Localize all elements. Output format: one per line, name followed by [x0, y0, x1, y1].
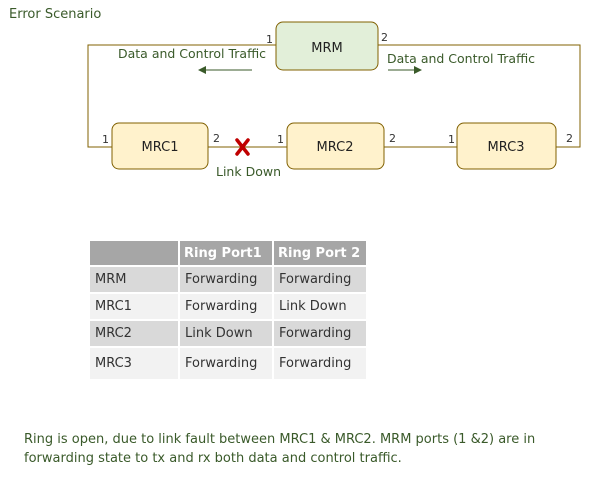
port-mrc3-2: 2: [566, 132, 573, 145]
node-mrm: MRM: [275, 21, 379, 71]
traffic-arrow-right: [388, 66, 422, 74]
table-header-node: [90, 241, 178, 265]
node-mrc2-label: MRC2: [317, 140, 354, 155]
table-cell-node: MRC3: [90, 348, 178, 379]
node-mrc1-label: MRC1: [142, 140, 179, 155]
table-header-ring-port-2: Ring Port 2: [274, 241, 366, 265]
traffic-label-left: Data and Control Traffic: [118, 46, 266, 61]
table-cell-port2: Forwarding: [274, 348, 366, 379]
table-header-ring-port-1: Ring Port1: [180, 241, 272, 265]
port-mrc2-2: 2: [389, 132, 396, 145]
table-cell-port1: Link Down: [180, 321, 272, 346]
table-cell-port1: Forwarding: [180, 294, 272, 319]
node-mrc2: MRC2: [286, 122, 385, 170]
port-status-table: Ring Port1 Ring Port 2 MRM Forwarding Fo…: [88, 239, 368, 381]
table-header-row: Ring Port1 Ring Port 2: [90, 241, 366, 265]
traffic-label-right: Data and Control Traffic: [387, 51, 535, 66]
diagram-title: Error Scenario: [9, 7, 102, 22]
table-cell-node: MRM: [90, 267, 178, 292]
table-cell-port2: Forwarding: [274, 267, 366, 292]
explanation-note: Ring is open, due to link fault between …: [24, 432, 536, 466]
port-mrc3-1: 1: [448, 133, 455, 146]
traffic-arrow-left: [198, 66, 252, 74]
table-row: MRC3 Forwarding Forwarding: [90, 348, 366, 379]
port-mrc1-1: 1: [102, 133, 109, 146]
port-mrm-1: 1: [266, 33, 273, 46]
node-mrc3-label: MRC3: [488, 140, 525, 155]
ring-line-left: [87, 44, 276, 148]
node-mrm-label: MRM: [311, 41, 342, 56]
table-cell-node: MRC2: [90, 321, 178, 346]
table-cell-port1: Forwarding: [180, 267, 272, 292]
node-mrc1: MRC1: [111, 122, 209, 170]
link-down-label: Link Down: [216, 164, 281, 179]
port-mrm-2: 2: [381, 31, 388, 44]
node-mrc3: MRC3: [456, 122, 557, 170]
table-cell-port2: Forwarding: [274, 321, 366, 346]
table-cell-port1: Forwarding: [180, 348, 272, 379]
link-fault-x-icon: [235, 138, 250, 156]
table-row: MRM Forwarding Forwarding: [90, 267, 366, 292]
port-mrc2-1: 1: [277, 133, 284, 146]
ring-line-right: [378, 44, 581, 148]
table-row: MRC2 Link Down Forwarding: [90, 321, 366, 346]
port-mrc1-2: 2: [213, 132, 220, 145]
table-row: MRC1 Forwarding Link Down: [90, 294, 366, 319]
table-cell-node: MRC1: [90, 294, 178, 319]
ring-topology-diagram: MRM MRC1 MRC2 MRC3 1 2 1 2 1 2 1 2 Data …: [87, 21, 581, 179]
table-cell-port2: Link Down: [274, 294, 366, 319]
